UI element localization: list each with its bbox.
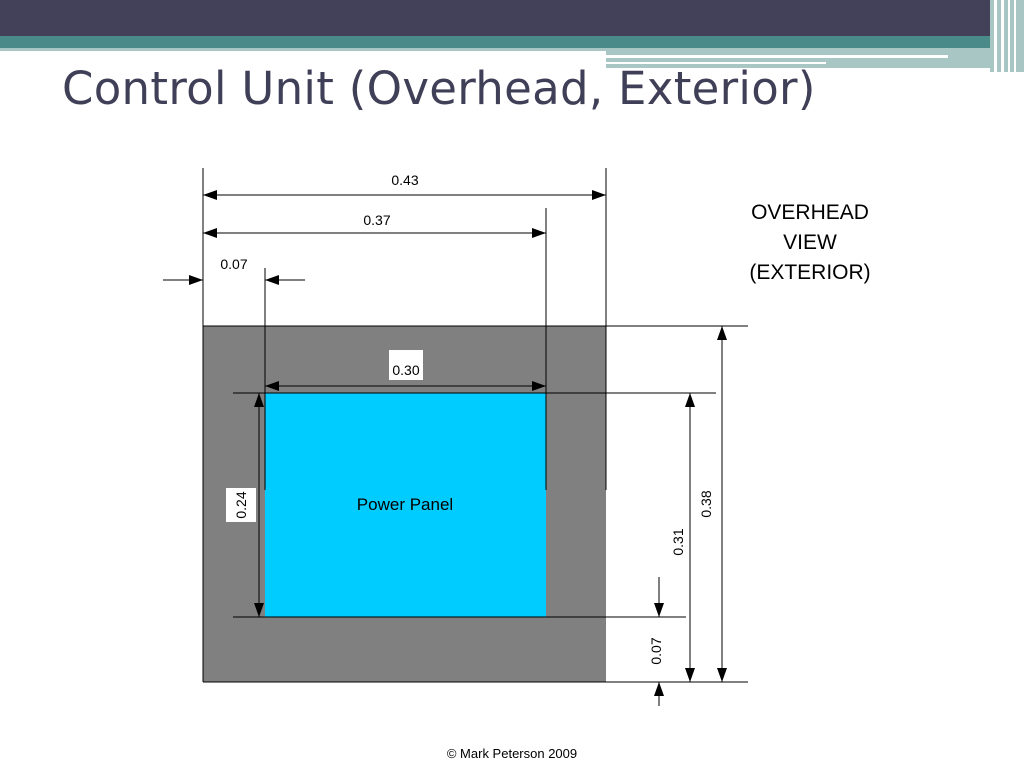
footer-copyright: © Mark Peterson 2009 bbox=[446, 746, 578, 761]
dim-panel-width: 0.30 bbox=[392, 362, 419, 378]
dim-overall-height: 0.38 bbox=[698, 490, 714, 517]
view-label-line-2: VIEW bbox=[783, 231, 837, 254]
view-label-line-3: (EXTERIOR) bbox=[749, 261, 871, 284]
dim-upper-height: 0.31 bbox=[670, 528, 686, 555]
dim-bottom-margin: 0.07 bbox=[648, 637, 664, 664]
slide-title: Control Unit (Overhead, Exterior) bbox=[62, 62, 816, 115]
view-label-line-1: OVERHEAD bbox=[751, 201, 869, 224]
extension-lines bbox=[202, 168, 748, 683]
dim-left-margin: 0.07 bbox=[220, 256, 247, 272]
power-panel bbox=[265, 393, 546, 617]
dim-right-offset-width: 0.37 bbox=[363, 212, 390, 228]
view-label: OVERHEAD VIEW (EXTERIOR) bbox=[726, 198, 894, 288]
power-panel-label: Power Panel bbox=[357, 495, 453, 514]
dimension-arrows bbox=[163, 190, 727, 706]
dim-overall-width: 0.43 bbox=[391, 172, 418, 188]
slide-header-band bbox=[0, 0, 1024, 72]
dim-panel-height: 0.24 bbox=[233, 491, 249, 518]
